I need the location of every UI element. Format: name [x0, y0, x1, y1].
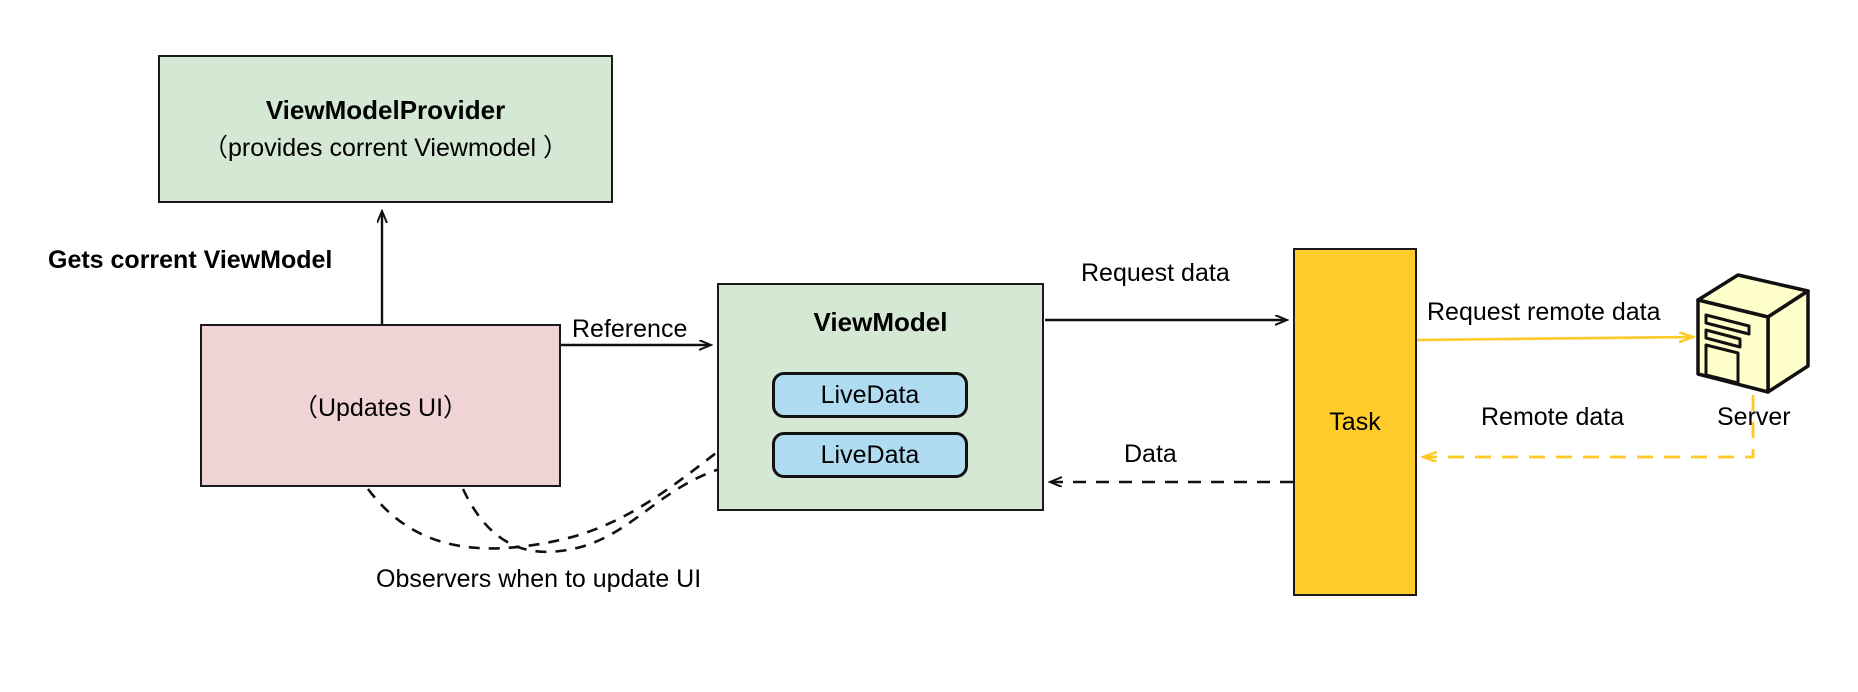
view-model-provider-subtitle: （provides corrent Viewmodel ） — [203, 133, 568, 162]
server-label: Server — [1717, 403, 1791, 431]
edge-label-request-data: Request data — [1081, 259, 1230, 287]
node-view-model-provider[interactable]: ViewModelProvider （provides corrent View… — [158, 55, 613, 203]
edge-observers-2 — [461, 460, 763, 554]
edge-label-reference: Reference — [572, 315, 688, 343]
edge-label-gets-correct-viewmodel: Gets corrent ViewModel — [48, 246, 333, 274]
view-model-provider-title: ViewModelProvider — [265, 95, 506, 126]
server-slot-2 — [1704, 328, 1742, 349]
livedata-1-label: LiveData — [820, 380, 920, 409]
view-model-title: ViewModel — [813, 307, 948, 337]
task-label: Task — [1329, 407, 1381, 436]
edge-request-remote-data — [1416, 337, 1692, 340]
node-ui[interactable]: （Updates UI） — [200, 324, 561, 487]
edge-label-remote-data: Remote data — [1481, 403, 1625, 431]
ui-label: （Updates UI） — [292, 393, 469, 422]
edge-label-data: Data — [1124, 440, 1177, 468]
node-livedata-2[interactable]: LiveData — [772, 432, 968, 478]
edge-remote-data — [1424, 395, 1755, 457]
node-task[interactable]: Task — [1293, 248, 1417, 596]
livedata-2-label: LiveData — [820, 440, 920, 469]
server-panel — [1704, 343, 1740, 385]
server-tower-icon[interactable] — [1694, 273, 1812, 395]
edge-observers-1 — [366, 416, 765, 550]
edge-label-observers: Observers when to update UI — [376, 565, 702, 593]
server-slot-1 — [1704, 313, 1751, 336]
node-livedata-1[interactable]: LiveData — [772, 372, 968, 418]
edge-label-request-remote-data: Request remote data — [1427, 298, 1661, 326]
